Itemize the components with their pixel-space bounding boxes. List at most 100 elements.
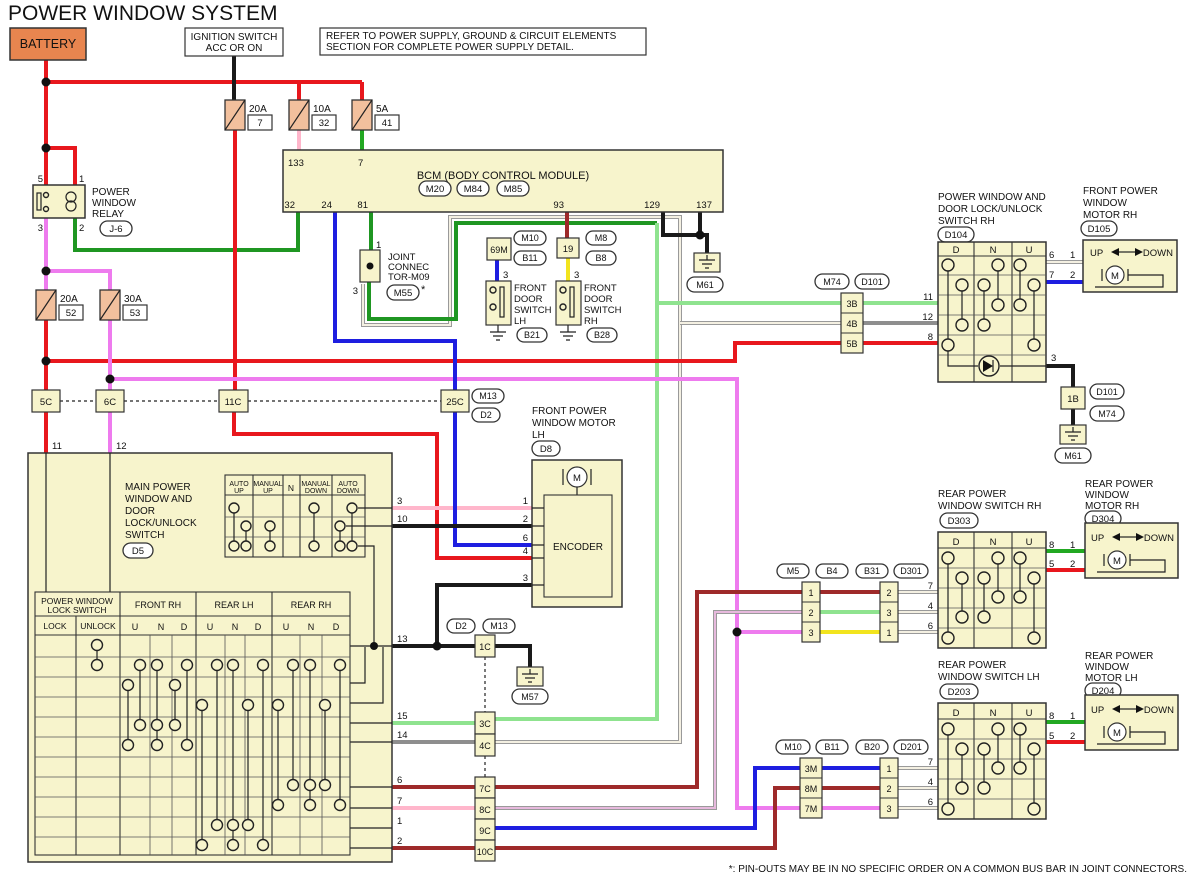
rear-power-window-switch-lh: REAR POWER WINDOW SWITCH LH D203 D N U 7… [928,660,1075,820]
svg-text:137: 137 [696,200,712,211]
svg-text:M5: M5 [787,566,800,576]
svg-text:DOWN: DOWN [305,488,327,495]
svg-text:M55: M55 [394,288,412,299]
svg-text:6: 6 [523,533,528,544]
svg-text:D101: D101 [1096,387,1118,397]
wire-motor3-down [435,583,532,646]
svg-text:U: U [1026,245,1033,256]
svg-text:D104: D104 [945,230,968,241]
svg-text:8: 8 [1049,711,1054,722]
svg-text:5: 5 [1049,559,1054,570]
svg-text:13: 13 [397,634,408,645]
svg-text:4: 4 [928,601,933,612]
svg-text:53: 53 [130,308,141,319]
svg-text:7: 7 [928,581,933,592]
svg-text:20A: 20A [249,104,267,115]
wires-pink [297,130,532,810]
svg-text:8: 8 [1049,540,1054,551]
wires-yellow [566,258,880,634]
front-power-window-motor-rh: FRONT POWER WINDOW MOTOR RH D105 UP DOWN… [1080,186,1178,293]
battery: BATTERY [9,27,87,61]
svg-text:11C: 11C [225,397,242,408]
svg-text:3: 3 [1051,353,1056,364]
fuse-32: 10A 32 [288,99,337,131]
svg-text:10A: 10A [313,104,331,115]
svg-text:M13: M13 [479,391,497,401]
svg-text:69M: 69M [490,245,508,255]
motor-m: M [573,473,581,484]
wire-relay-to-bcm32 [73,212,300,252]
svg-text:WINDOW MOTOR: WINDOW MOTOR [532,418,616,429]
svg-text:19: 19 [563,244,574,255]
svg-text:JOINT: JOINT [388,252,416,263]
svg-text:M13: M13 [490,621,508,631]
svg-text:4C: 4C [479,741,491,751]
svg-text:41: 41 [382,118,393,129]
c-connector-column: D2 M13 1C 3C 4C 7C 8C 9C 10C [446,618,516,862]
svg-text:15: 15 [397,711,408,722]
front-door-switch-rh: 19 M8 B8 3 FRONT DOOR SWITCH RH B28 [555,230,622,343]
svg-text:SWITCH: SWITCH [584,305,622,316]
svg-text:WINDOW AND: WINDOW AND [125,494,192,505]
svg-text:1: 1 [1070,540,1075,551]
encoder-label: ENCODER [553,542,603,553]
joint-connector-m09: 1 JOINT CONNEC TOR-M09 3 M55 * [353,240,430,301]
svg-text:N: N [232,622,239,632]
svg-text:1: 1 [1070,250,1075,261]
svg-text:30A: 30A [124,294,142,305]
svg-text:11: 11 [923,292,933,303]
svg-text:M10: M10 [521,233,539,243]
svg-text:3: 3 [353,286,358,297]
svg-text:4B: 4B [846,319,857,329]
svg-text:LOCK: LOCK [43,621,66,631]
svg-text:D2: D2 [480,410,492,420]
svg-text:FRONT: FRONT [584,283,617,294]
svg-text:RH: RH [584,316,598,327]
svg-text:DOWN: DOWN [337,488,359,495]
front-power-window-motor-lh: FRONT POWER WINDOW MOTOR LH D8 M ENCODER… [523,406,623,608]
b-connector-column: M74 D101 3B 4B 5B [814,273,890,354]
svg-text:D: D [953,708,960,719]
svg-text:N: N [288,483,294,493]
svg-text:REAR POWER: REAR POWER [938,489,1006,500]
wires-green [73,130,657,321]
svg-text:M8: M8 [595,233,608,243]
wire-9c-to-rear-lh [495,766,802,830]
svg-text:D: D [953,245,960,256]
svg-text:DOOR: DOOR [514,294,543,305]
svg-text:3M: 3M [805,764,818,774]
svg-text:D: D [181,622,188,632]
svg-text:WINDOW SWITCH LH: WINDOW SWITCH LH [938,672,1040,683]
svg-text:FRONT POWER: FRONT POWER [532,406,607,417]
svg-text:M74: M74 [823,277,841,287]
svg-text:REAR POWER: REAR POWER [938,660,1006,671]
svg-text:M61: M61 [696,280,714,290]
svg-text:WINDOW: WINDOW [1085,490,1129,501]
svg-text:8M: 8M [805,784,818,794]
svg-text:MAIN POWER: MAIN POWER [125,482,191,493]
svg-text:MOTOR RH: MOTOR RH [1085,501,1139,512]
svg-text:1: 1 [376,240,381,251]
wires-maroon [392,212,880,850]
svg-text:MOTOR LH: MOTOR LH [1085,673,1138,684]
svg-text:DOWN: DOWN [1144,533,1174,544]
svg-text:B11: B11 [522,253,537,263]
svg-text:SECTION FOR COMPLETE POWER SUP: SECTION FOR COMPLETE POWER SUPPLY DETAIL… [326,42,574,53]
rear-rh-joint-connectors: M5 B4 B31 D301 1 2 3 2 3 1 [776,563,929,643]
ignition-switch: IGNITION SWITCH ACC OR ON [184,27,284,57]
svg-text:6: 6 [928,621,933,632]
svg-text:ACC OR ON: ACC OR ON [206,43,263,54]
svg-text:CONNEC: CONNEC [388,262,429,273]
svg-text:2: 2 [886,784,891,794]
svg-text:32: 32 [319,118,330,129]
svg-text:B4: B4 [826,566,837,576]
svg-text:B20: B20 [864,742,880,752]
svg-text:LH: LH [532,430,545,441]
svg-text:N: N [158,622,165,632]
svg-text:1: 1 [79,174,84,185]
svg-text:DOWN: DOWN [1144,705,1174,716]
rear-power-window-motor-rh: REAR POWER WINDOW MOTOR RH D304 UP DOWN … [1084,479,1179,579]
svg-text:4: 4 [928,777,933,788]
power-window-relay: 5 1 3 2 POWER WINDOW RELAY J-6 [32,174,136,237]
